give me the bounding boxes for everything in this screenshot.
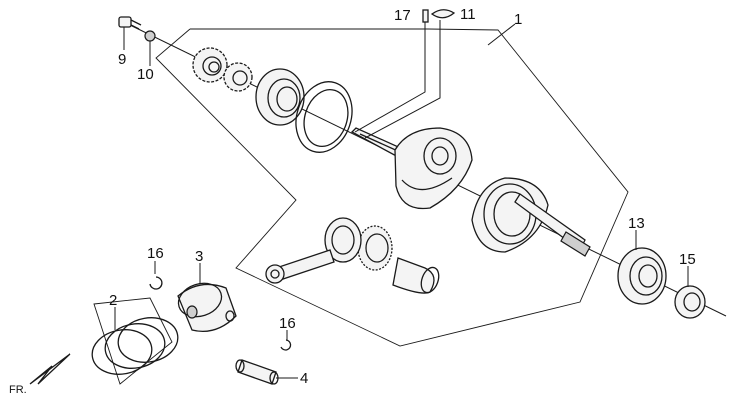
oil-pump-gear — [223, 62, 253, 92]
callout-16-lower: 16 — [279, 315, 296, 332]
right-oil-seal — [674, 285, 706, 319]
needle-bearing — [357, 225, 393, 271]
leader-17 — [354, 22, 426, 133]
callout-3: 3 — [195, 248, 203, 265]
left-crank-web — [394, 127, 473, 210]
key-and-pin — [422, 9, 456, 23]
crankshaft-right-shaft — [514, 193, 591, 257]
spring-washer — [144, 30, 156, 42]
right-bearing — [617, 247, 667, 305]
callout-2: 2 — [109, 292, 117, 309]
callout-16-upper: 16 — [147, 245, 164, 262]
piston-rings — [91, 297, 179, 385]
oil-seal-ring — [295, 81, 353, 153]
callout-10: 10 — [137, 66, 154, 83]
connecting-rod — [265, 217, 362, 284]
piston-pin — [235, 359, 279, 385]
direction-label: FR. — [9, 384, 27, 396]
callout-11: 11 — [460, 6, 476, 23]
assembly-boundary — [155, 28, 629, 347]
callout-15: 15 — [679, 251, 696, 268]
circlip-upper — [149, 276, 163, 290]
timing-sprocket — [192, 47, 228, 83]
piston — [177, 282, 237, 333]
bolt — [118, 16, 142, 30]
crank-pin — [392, 257, 440, 294]
callout-4: 4 — [300, 370, 308, 387]
front-direction-arrow-icon — [29, 353, 71, 385]
leader-11 — [364, 20, 441, 139]
callout-17: 17 — [394, 7, 411, 24]
callout-9: 9 — [118, 51, 126, 68]
callout-13: 13 — [628, 215, 645, 232]
callout-1: 1 — [514, 11, 522, 28]
circlip-lower — [280, 339, 292, 351]
leader-1 — [487, 23, 516, 46]
